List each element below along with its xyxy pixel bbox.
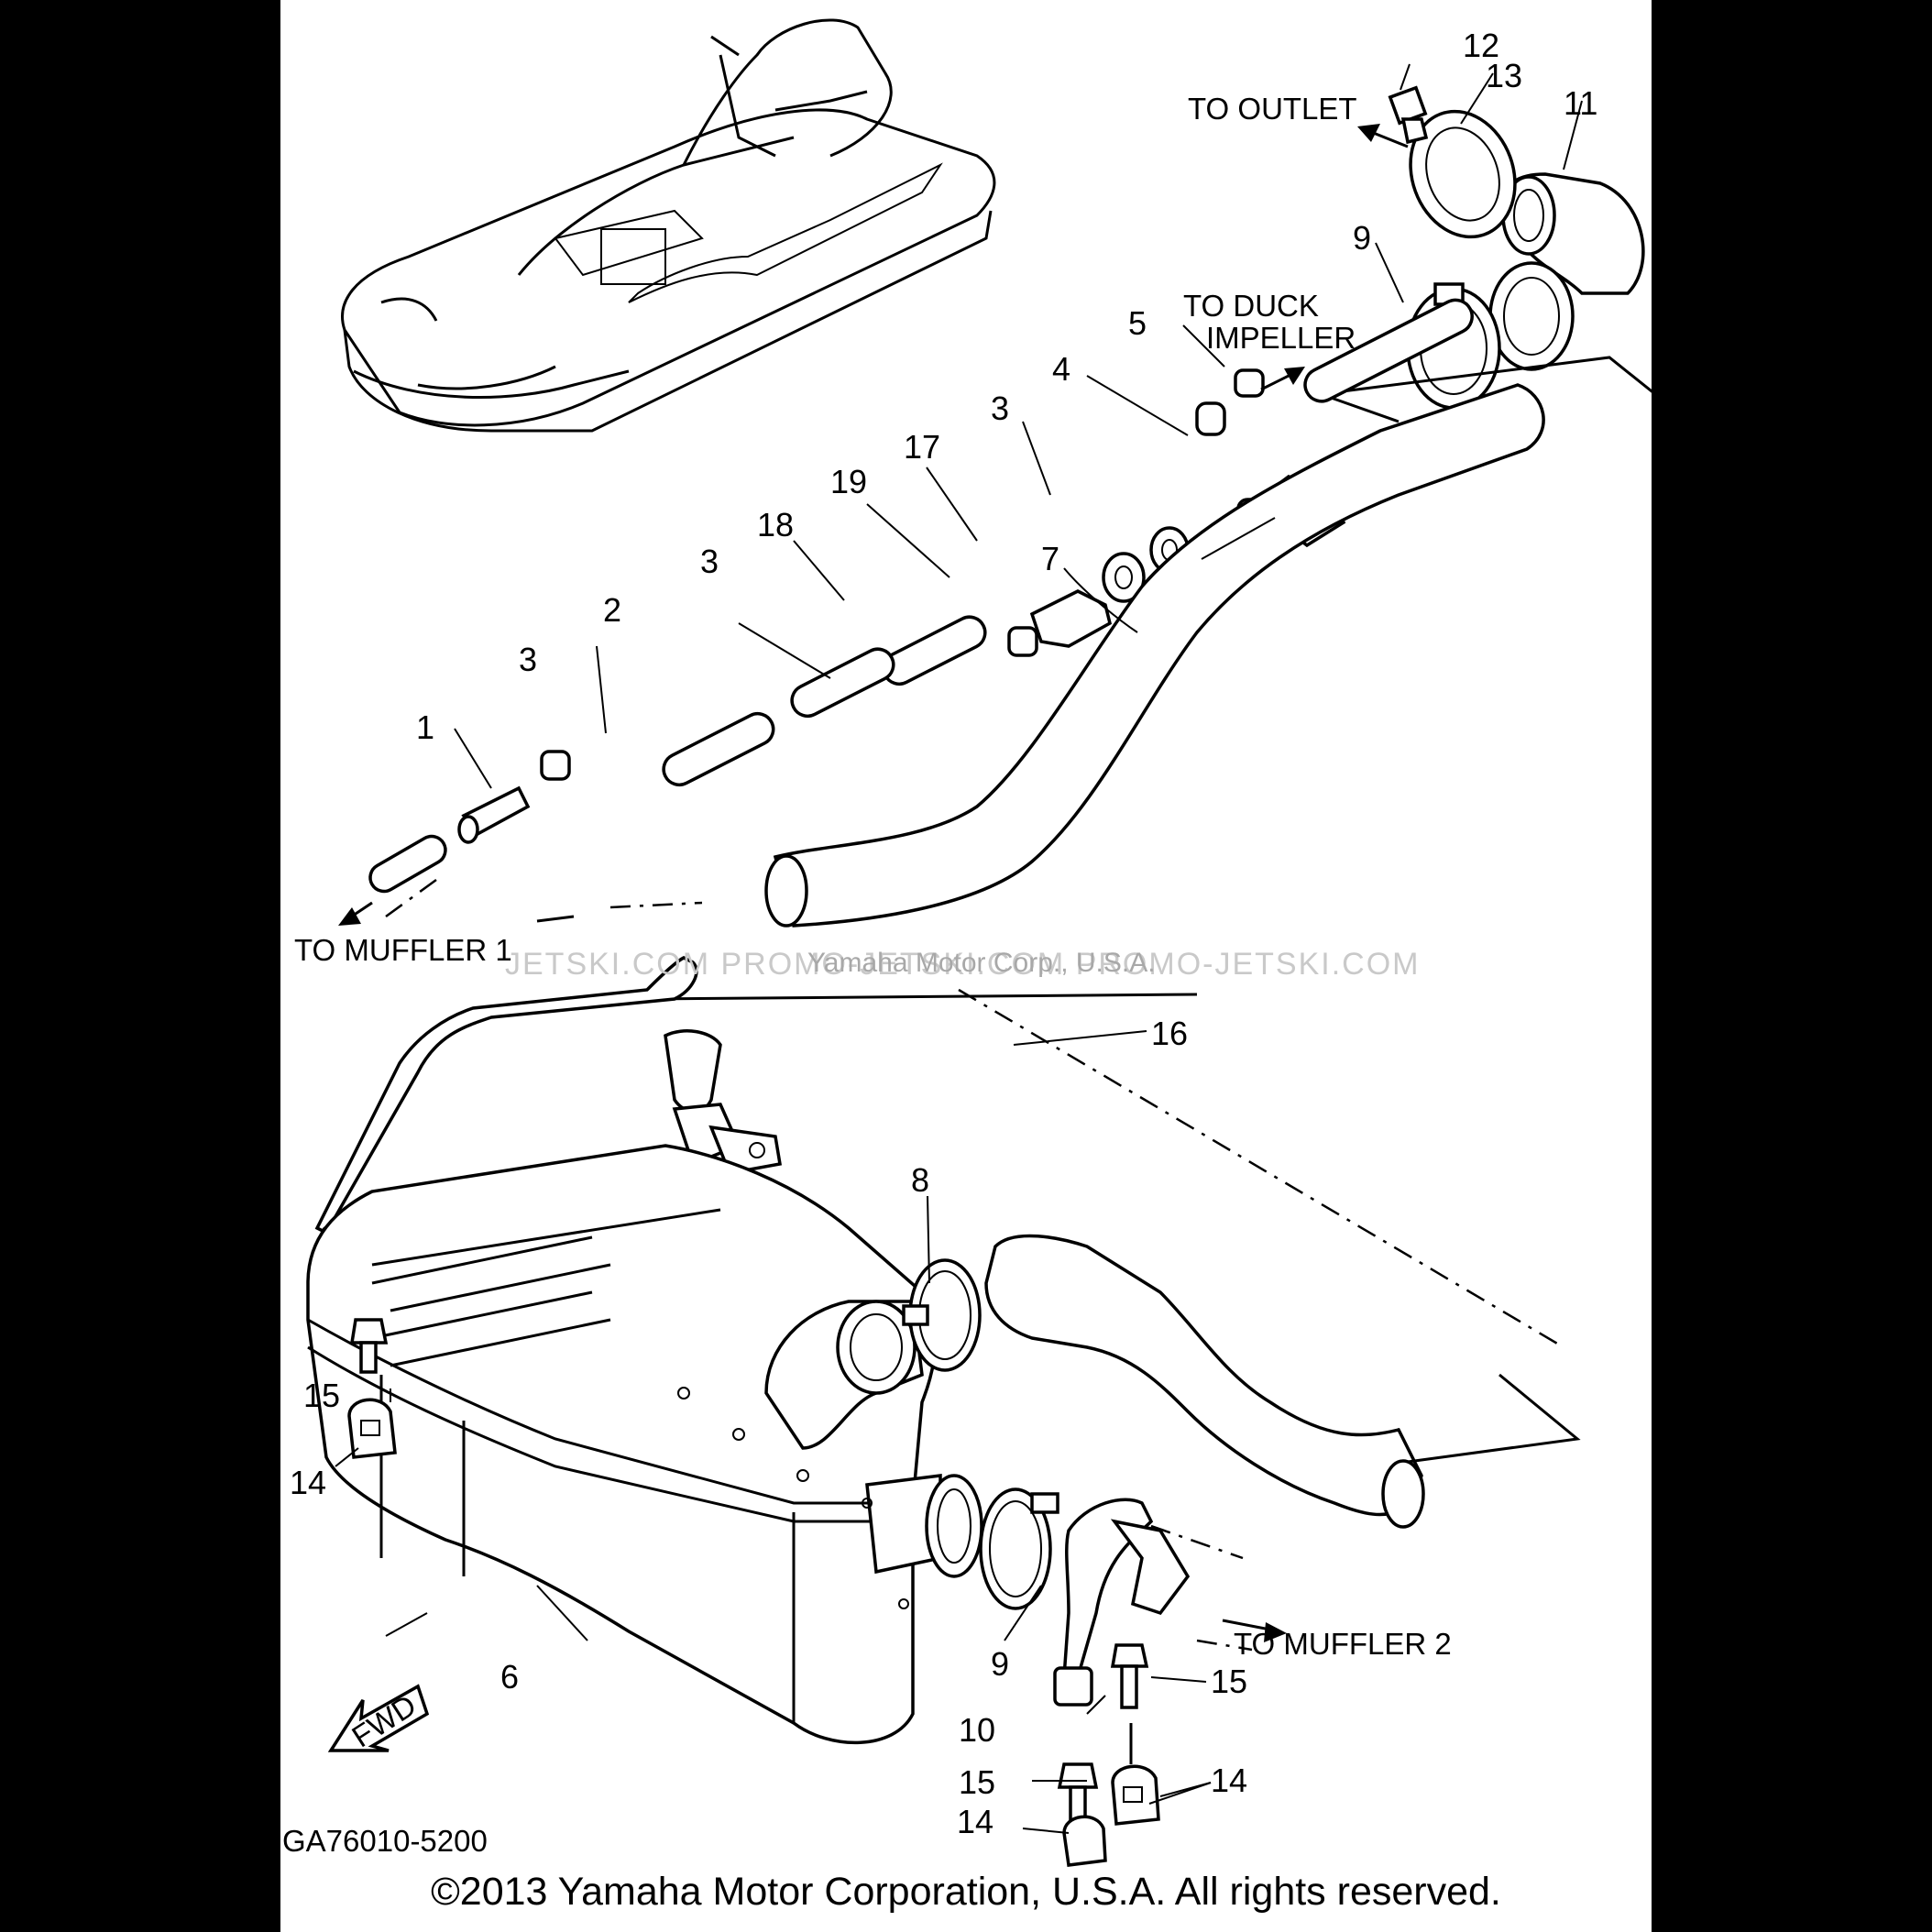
callout-19: 19 xyxy=(830,463,867,500)
fwd-arrow-icon xyxy=(327,1684,430,1752)
callout-14-left: 14 xyxy=(290,1464,326,1501)
callout-4: 4 xyxy=(1052,350,1070,388)
lower-exhaust-hose xyxy=(984,1234,1581,1529)
drawing-code: GA76010-5200 xyxy=(282,1824,488,1858)
leader-lines xyxy=(327,63,1583,1834)
to-duck-label: TO DUCK xyxy=(1183,289,1319,323)
callout-9-lower: 9 xyxy=(991,1645,1009,1683)
callout-14-right: 14 xyxy=(1211,1762,1247,1799)
callout-16: 16 xyxy=(1151,1015,1188,1052)
to-outlet-label: TO OUTLET xyxy=(1188,92,1357,126)
callout-15-left: 15 xyxy=(303,1377,340,1414)
callout-3-middle: 3 xyxy=(700,543,719,580)
callout-10: 10 xyxy=(959,1711,995,1749)
callout-17: 17 xyxy=(904,428,940,466)
impeller-label: IMPELLER xyxy=(1206,321,1356,355)
callout-2: 2 xyxy=(603,591,621,629)
watermark-overlay-text: Yamaha Motor Corp., U.S.A. xyxy=(807,948,1156,978)
callout-8: 8 xyxy=(911,1161,929,1199)
to-muffler-1-label: TO MUFFLER 1 xyxy=(294,933,512,967)
callout-13: 13 xyxy=(1486,57,1522,94)
callout-11: 11 xyxy=(1564,84,1597,122)
callout-18: 18 xyxy=(757,506,794,543)
callout-6: 6 xyxy=(500,1658,519,1696)
callout-15-bottom: 15 xyxy=(959,1763,995,1801)
lower-clamps xyxy=(902,1258,1059,1610)
cooling-hose-line xyxy=(368,298,1474,918)
callout-3-lower: 3 xyxy=(519,641,537,678)
watermark-text: JETSKI.COM PROMO-JETSKI.COM PROMO-JETSKI… xyxy=(505,947,1420,982)
callout-7: 7 xyxy=(1041,540,1059,577)
diagram-sheet: TO OUTLET TO DUCK IMPELLER TO MUFFLER 1 … xyxy=(280,0,1652,1932)
callout-15-right: 15 xyxy=(1211,1663,1247,1700)
callout-12: 12 xyxy=(1463,27,1499,64)
exploded-parts-diagram: TO OUTLET TO DUCK IMPELLER TO MUFFLER 1 … xyxy=(282,18,1652,1867)
callout-9-upper: 9 xyxy=(1353,219,1371,257)
callout-5: 5 xyxy=(1128,304,1147,342)
callout-3-upper: 3 xyxy=(991,390,1009,427)
muffler-body xyxy=(306,1144,983,1745)
fasteners xyxy=(347,1318,1160,1867)
to-muffler-2-label: TO MUFFLER 2 xyxy=(1234,1627,1452,1661)
exhaust-hose-7 xyxy=(536,383,1564,1349)
lower-strap xyxy=(1053,1498,1253,1707)
copyright-notice: ©2013 Yamaha Motor Corporation, U.S.A. A… xyxy=(431,1870,1501,1914)
watercraft-illustration xyxy=(341,18,996,433)
callout-1: 1 xyxy=(416,708,434,746)
callout-14-bottom: 14 xyxy=(957,1803,993,1840)
